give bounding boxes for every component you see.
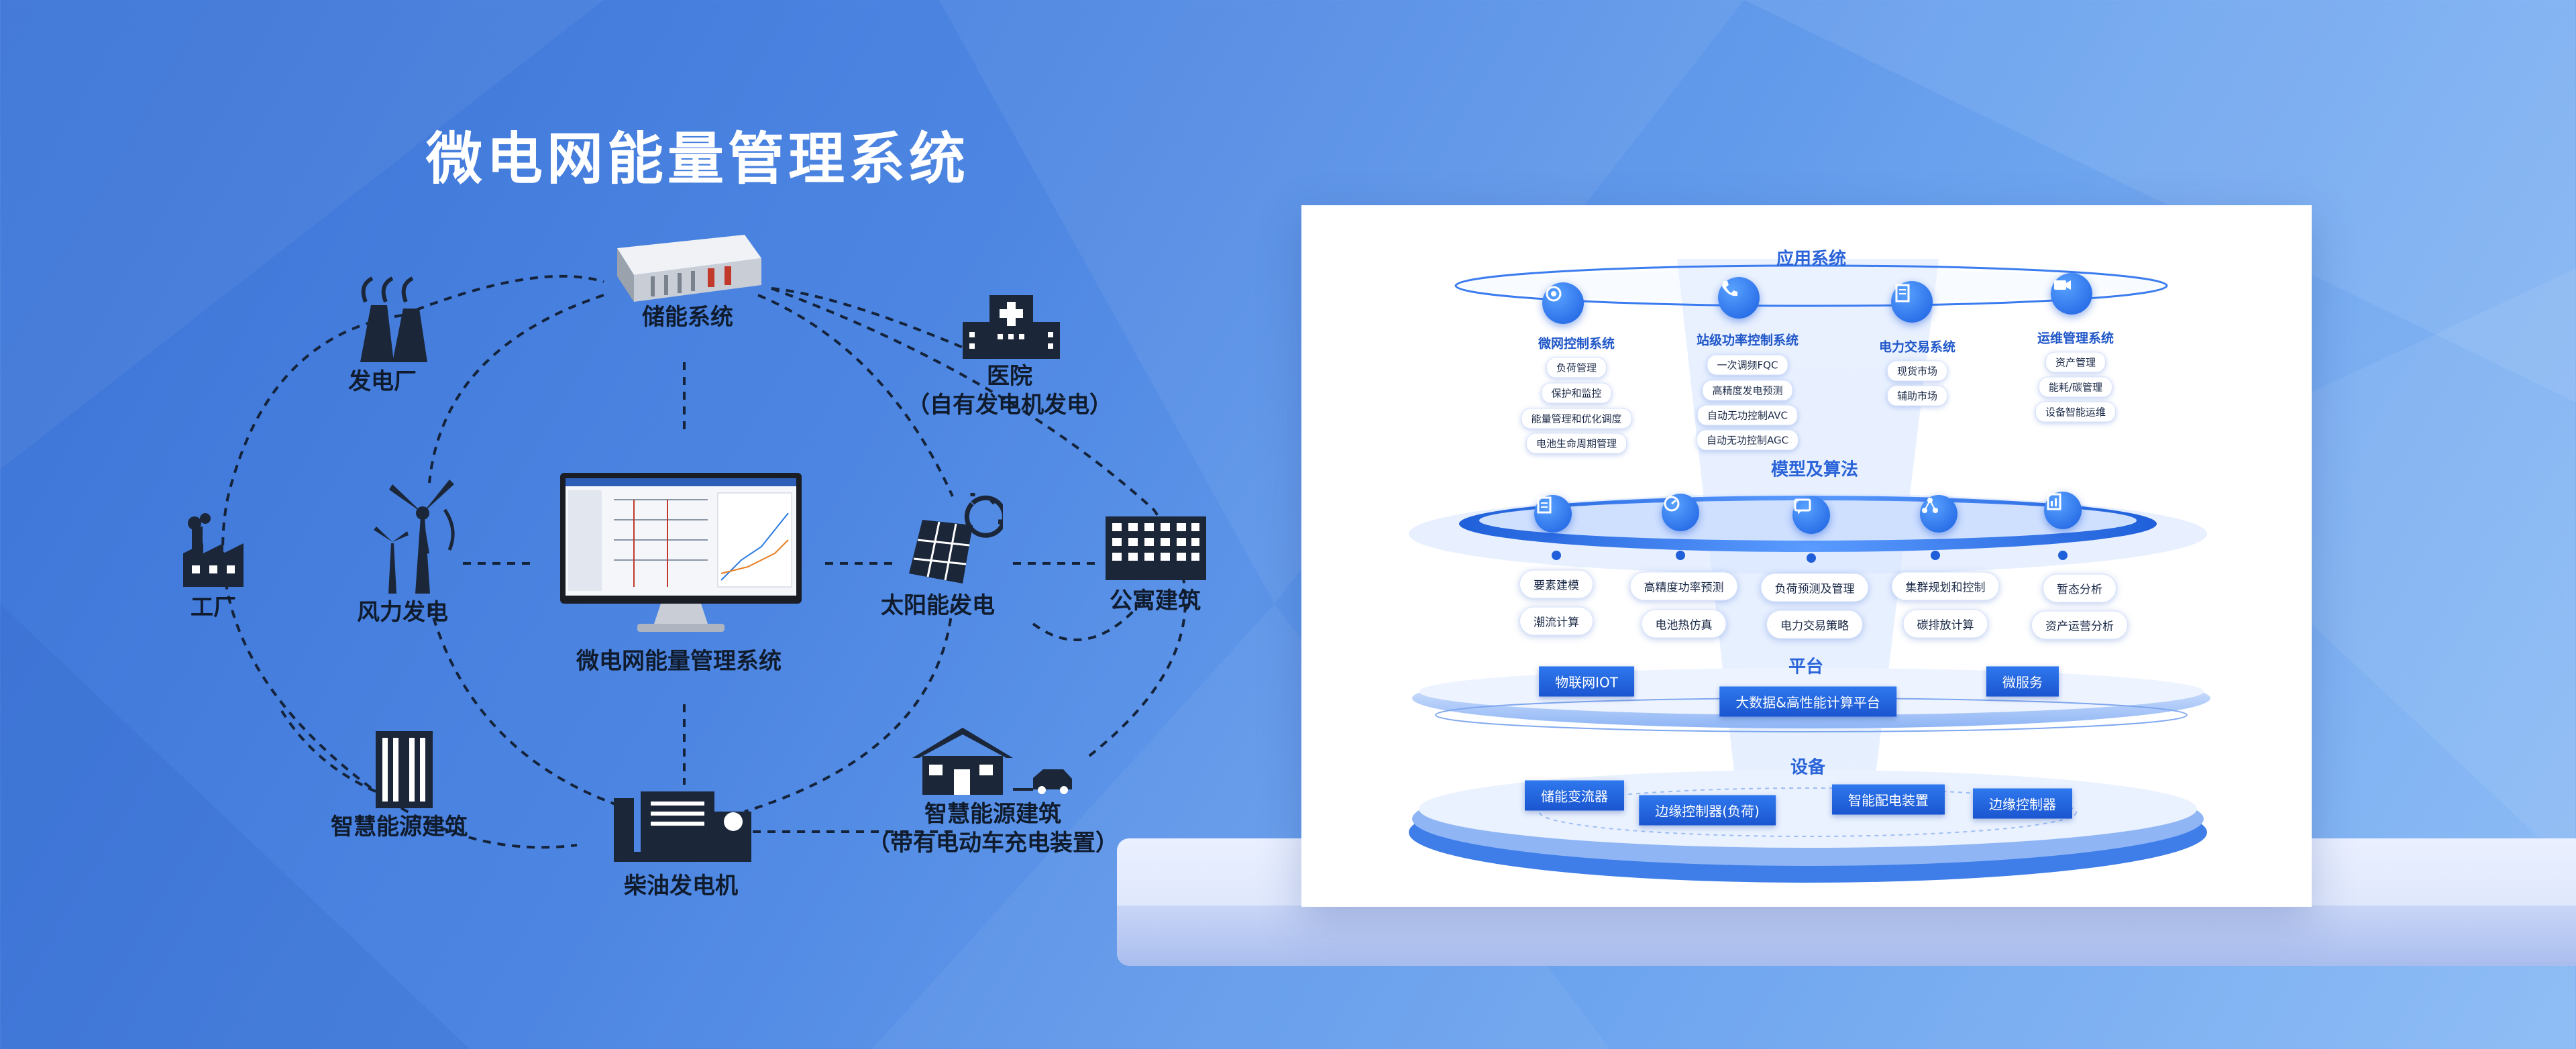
smart-home-ev-icon <box>912 728 1072 795</box>
model-item: 集群规划和控制 <box>1891 571 2000 601</box>
model-item: 电力交易策略 <box>1766 610 1863 639</box>
chat-chart-icon <box>1792 496 1830 534</box>
network-node-icon <box>1920 495 1957 533</box>
layer-title-application: 应用系统 <box>1776 249 1847 270</box>
app-item: 自动无功控制AVC <box>1697 404 1799 426</box>
equipment-item-edge-load: 边缘控制器(负荷) <box>1639 795 1776 826</box>
battery-storage-icon <box>617 235 761 302</box>
camera-maintenance-icon <box>2051 273 2092 315</box>
gauge-icon <box>1662 494 1699 531</box>
model-item: 要素建模 <box>1519 569 1593 599</box>
platform-item-iot: 物联网IOT <box>1539 666 1634 697</box>
app-system-trading: 电力交易系统 <box>1878 339 1956 355</box>
wind-turbine-icon <box>374 480 455 594</box>
node-label-smart-building: 智慧能源建筑 <box>331 814 468 840</box>
building-trade-icon <box>1891 281 1933 323</box>
node-label-smart-building-ev: 智慧能源建筑 （带有电动车充电装置） <box>867 800 1118 857</box>
app-item: 自动无功控制AGC <box>1696 429 1799 451</box>
apartment-building-icon <box>1106 516 1206 580</box>
architecture-layers-graphic <box>1409 259 2210 883</box>
smart-building-ev-line-2: （带有电动车充电装置） <box>867 829 1118 857</box>
hospital-line-2: （自有发电机发电） <box>907 391 1112 419</box>
architecture-panel: 应用系统 微网控制系统 站级功率控制系统 电力交易系统 运维管理系统 负荷管理 … <box>1301 205 2312 907</box>
settings-person-icon <box>1542 282 1584 324</box>
app-item: 一次调频FQC <box>1707 354 1788 376</box>
phone-control-icon <box>1718 277 1760 319</box>
page-title: 微电网能量管理系统 <box>426 126 970 192</box>
model-item: 电池热仿真 <box>1641 609 1727 639</box>
app-item: 负荷管理 <box>1546 357 1607 378</box>
app-system-station-power: 站级功率控制系统 <box>1696 333 1799 348</box>
energy-network-diagram <box>221 274 1187 849</box>
node-label-solar: 太阳能发电 <box>881 592 995 619</box>
factory-icon <box>183 513 244 587</box>
model-item: 碳排放计算 <box>1902 609 1988 639</box>
solar-panel-icon <box>909 493 1003 584</box>
diesel-generator-icon <box>614 791 751 862</box>
node-label-ems: 微电网能量管理系统 <box>576 648 782 675</box>
smart-building-icon <box>376 731 433 808</box>
layer-title-equipment: 设备 <box>1790 757 1826 778</box>
node-label-hospital: 医院 （自有发电机发电） <box>907 362 1112 419</box>
monitor-ems-icon <box>560 473 802 632</box>
app-item: 电池生命周期管理 <box>1525 433 1627 454</box>
app-item: 高精度发电预测 <box>1702 380 1793 401</box>
layer-title-platform: 平台 <box>1788 657 1824 677</box>
app-item: 能量管理和优化调度 <box>1521 408 1632 429</box>
app-item: 设备智能运维 <box>2035 401 2116 423</box>
model-item: 高精度功率预测 <box>1629 571 1738 601</box>
app-item: 能耗/碳管理 <box>2038 376 2113 398</box>
node-label-diesel: 柴油发电机 <box>624 873 738 899</box>
platform-item-microservice: 微服务 <box>1986 666 2059 697</box>
hospital-icon <box>963 295 1060 359</box>
app-item: 现货市场 <box>1886 360 1948 382</box>
model-item: 潮流计算 <box>1519 606 1593 636</box>
display-pedestal-front <box>1117 905 2576 966</box>
model-item: 暂态分析 <box>2043 573 2116 603</box>
node-label-factory: 工厂 <box>191 594 236 621</box>
report-icon <box>2044 492 2082 529</box>
equipment-item-edge: 边缘控制器 <box>1973 788 2072 819</box>
hospital-line-1: 医院 <box>987 363 1032 390</box>
smart-building-ev-line-1: 智慧能源建筑 <box>924 801 1061 828</box>
node-label-storage: 储能系统 <box>642 304 733 331</box>
app-system-om: 运维管理系统 <box>2037 331 2114 346</box>
node-label-power-plant: 发电厂 <box>348 368 417 395</box>
layer-title-model: 模型及算法 <box>1770 459 1859 480</box>
node-label-apartment: 公寓建筑 <box>1110 588 1201 614</box>
model-item: 负荷预测及管理 <box>1760 573 1869 602</box>
equipment-item-pcs: 储能变流器 <box>1525 780 1624 811</box>
model-item: 资产运营分析 <box>2031 610 2128 640</box>
equipment-item-distribution: 智能配电装置 <box>1832 784 1945 815</box>
node-label-wind: 风力发电 <box>357 599 448 626</box>
model-doc-icon <box>1534 495 1572 533</box>
app-item: 辅助市场 <box>1886 385 1948 406</box>
power-plant-icon <box>360 276 427 362</box>
app-system-microgrid: 微网控制系统 <box>1538 336 1615 351</box>
app-item: 保护和监控 <box>1541 382 1612 404</box>
platform-item-bigdata: 大数据&高性能计算平台 <box>1719 686 1896 717</box>
app-item: 资产管理 <box>2045 351 2106 373</box>
